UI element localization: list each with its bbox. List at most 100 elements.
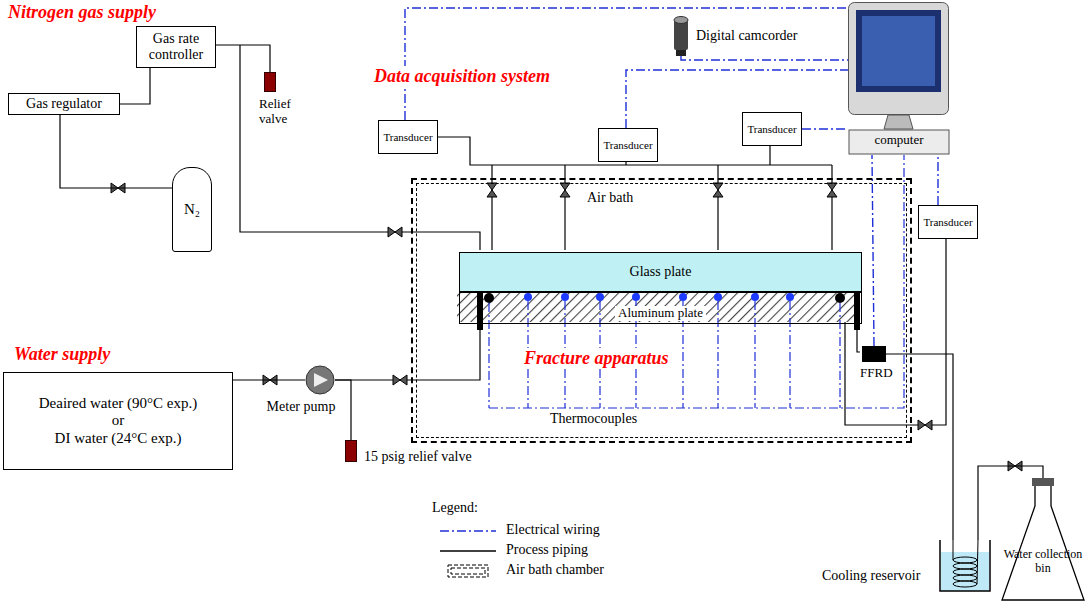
transducer-box: Transducer (598, 128, 658, 162)
rect-part (674, 20, 688, 50)
node-label: Relief valve (259, 97, 305, 127)
node-label: Cooling reservoir (822, 568, 920, 584)
rect-part (856, 10, 941, 92)
circle-stroke (751, 293, 759, 301)
node-label: Air bath (587, 190, 633, 206)
line-part (440, 530, 496, 532)
beaker-drawing (940, 540, 990, 592)
legend-sample (440, 544, 496, 558)
path-stroke (713, 183, 723, 197)
node-label: or (112, 412, 125, 429)
relief-valve: Relief valve (264, 72, 276, 92)
line-part (625, 162, 626, 165)
pump-drawing (305, 365, 335, 395)
node-label: Aluminum plate (615, 306, 706, 321)
rect-part (1032, 478, 1054, 486)
line-part (769, 146, 770, 165)
circle-stroke (786, 293, 794, 301)
circle-stroke (679, 293, 687, 301)
section-heading: Fracture apparatus (522, 348, 671, 369)
relief-valve: 15 psig relief valve (345, 440, 357, 462)
pipe-connector (60, 115, 172, 188)
ellipse-part (953, 569, 977, 575)
process-box: Gas rate controller (136, 26, 216, 68)
circle-stroke (484, 293, 494, 303)
rect-part (862, 16, 935, 86)
circle-part (306, 366, 334, 394)
wiring-connector (802, 128, 848, 129)
circle-stroke (596, 293, 604, 301)
node-label: DI water (24°C exp.) (55, 430, 182, 447)
node-label: Glass plate (630, 264, 692, 280)
rect-part (451, 568, 485, 574)
glass-plate: Glass plate (459, 252, 862, 292)
path-stroke (827, 183, 837, 197)
polyline-part (335, 330, 480, 380)
ellipse-part (953, 563, 977, 569)
circle-stroke (632, 293, 640, 301)
water-supply-box: Deaired water (90°C exp.)orDI water (24°… (3, 372, 233, 470)
pipe-connector (886, 354, 953, 540)
path-part (940, 540, 990, 591)
line-stroke (789, 301, 790, 408)
wiring-connector (937, 155, 938, 205)
path-stroke (487, 183, 497, 197)
g-part (111, 155, 1022, 471)
text-label: Thermocouples (548, 411, 639, 427)
meter-pump: Meter pump (305, 365, 335, 395)
node-label: Transducer (923, 216, 972, 229)
cooling-reservoir: Cooling reservoir (940, 540, 990, 592)
legend-sample (440, 524, 496, 538)
section-heading: Water supply (12, 344, 112, 365)
line-stroke (717, 301, 718, 408)
computer-icon: computer (848, 2, 950, 155)
transducer-box: Transducer (378, 120, 438, 154)
rect-part (676, 50, 686, 56)
path-stroke (560, 183, 570, 197)
circle-stroke (835, 293, 845, 303)
node-label: Digital camcorder (696, 28, 797, 44)
wiring-connector (626, 70, 848, 128)
circle-stroke (524, 293, 532, 301)
ellipse-part (953, 575, 977, 581)
node-label: FFRD (860, 366, 893, 381)
path-stroke (918, 420, 932, 430)
transducer-box: Transducer (918, 205, 978, 239)
air-bath-chamber: Air bathGlass plateAluminum plateFFRD (411, 178, 912, 443)
pipe-connector (120, 68, 150, 104)
gas-cylinder: N₂ (172, 167, 212, 252)
node-label: Transducer (747, 123, 796, 136)
circle-stroke (714, 293, 722, 301)
node-label: Meter pump (263, 399, 339, 415)
section-heading: Data acquisition system (372, 66, 552, 87)
transducer-box: Transducer (742, 112, 802, 146)
path-stroke (393, 375, 407, 385)
flask-drawing (1002, 478, 1084, 602)
node-label: N₂ (184, 201, 200, 218)
g-part (240, 45, 946, 425)
rect-part (849, 3, 949, 115)
rect-part (849, 130, 949, 154)
pipe-connector (233, 379, 305, 380)
pipe-connector (335, 380, 351, 440)
section-heading: Nitrogen gas supply (6, 2, 158, 23)
line-stroke (839, 303, 840, 408)
wiring-connector (681, 56, 848, 60)
camcorder-drawing (672, 14, 690, 56)
pipe-connector (216, 45, 270, 72)
camcorder-icon: Digital camcorder (672, 14, 690, 56)
node-label: Transducer (383, 131, 432, 144)
legend-text: Process piping (506, 542, 588, 558)
polyline-part (953, 540, 954, 560)
polygon-part (884, 115, 913, 129)
polygon-part (314, 373, 328, 387)
ellipse-part (953, 581, 977, 587)
aluminum-plate: Aluminum plate (459, 292, 862, 324)
legend-row: Electrical wiring (440, 522, 660, 540)
node-label: Gas regulator (26, 96, 102, 112)
line-stroke (488, 303, 489, 408)
node-label: Gas rate controller (140, 31, 212, 63)
line-part (440, 550, 496, 551)
text-label: Legend: (430, 500, 480, 516)
